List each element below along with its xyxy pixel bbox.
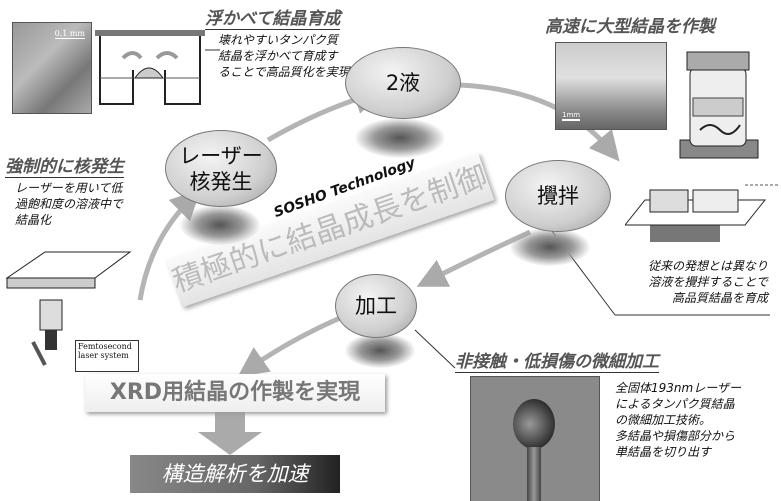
arrow-to-result <box>237 315 342 377</box>
stirring-jar-illustration <box>679 51 759 159</box>
callout-line <box>414 329 456 369</box>
node-laser-nucleation: レーザー 核発生 <box>165 130 277 207</box>
nucleation-description: レーザーを用いて低 過飽和度の溶液中で 結晶化 <box>15 181 124 227</box>
scale-label: 0.1 mm <box>54 29 85 39</box>
node-shadow <box>180 205 260 245</box>
crystal-photo: 0.1 mm <box>12 22 92 114</box>
arrow-to-laser <box>137 189 201 301</box>
scale-label: 1mm <box>562 111 581 121</box>
fast-title: 高速に大型結晶を作製 <box>545 17 715 37</box>
node-shadow <box>345 333 415 368</box>
node-shadow <box>510 228 590 266</box>
large-crystal-photo: 1mm <box>555 42 667 130</box>
nucleation-title: 強制的に核発生 <box>5 152 124 178</box>
float-title: 浮かべて結晶育成 <box>205 4 341 30</box>
node-shadow <box>355 118 445 158</box>
final-box: 構造解析を加速 <box>130 455 340 493</box>
result-box: XRD用結晶の作製を実現 <box>85 374 385 412</box>
down-arrow <box>198 412 262 455</box>
floating-cell-illustration <box>95 30 205 105</box>
processed-crystal-photo <box>470 376 600 501</box>
node-stirring: 攪拌 <box>505 160 611 232</box>
node-two-liquid: 2液 <box>345 47 461 119</box>
stirring-plate-illustration <box>625 184 780 242</box>
laser-apparatus-illustration <box>5 251 132 366</box>
laser-system-label: Femtosecond laser system <box>75 340 139 372</box>
micro-description: 全固体193nmレーザー によるタンパク質結晶 の微細加工技術。 多結晶や損傷部… <box>615 381 741 459</box>
node-processing: 加工 <box>335 274 417 338</box>
arrow-to-stirring <box>459 82 620 162</box>
float-description: 壊れやすいタンパク質 結晶を浮かべて育成す ることで高品質化を実現 <box>218 33 350 79</box>
stir-description: 従来の発想とは異なり 溶液を攪拌することで 高品質結晶を育成 <box>647 259 768 305</box>
micro-title: 非接触・低損傷の微細加工 <box>455 347 659 373</box>
